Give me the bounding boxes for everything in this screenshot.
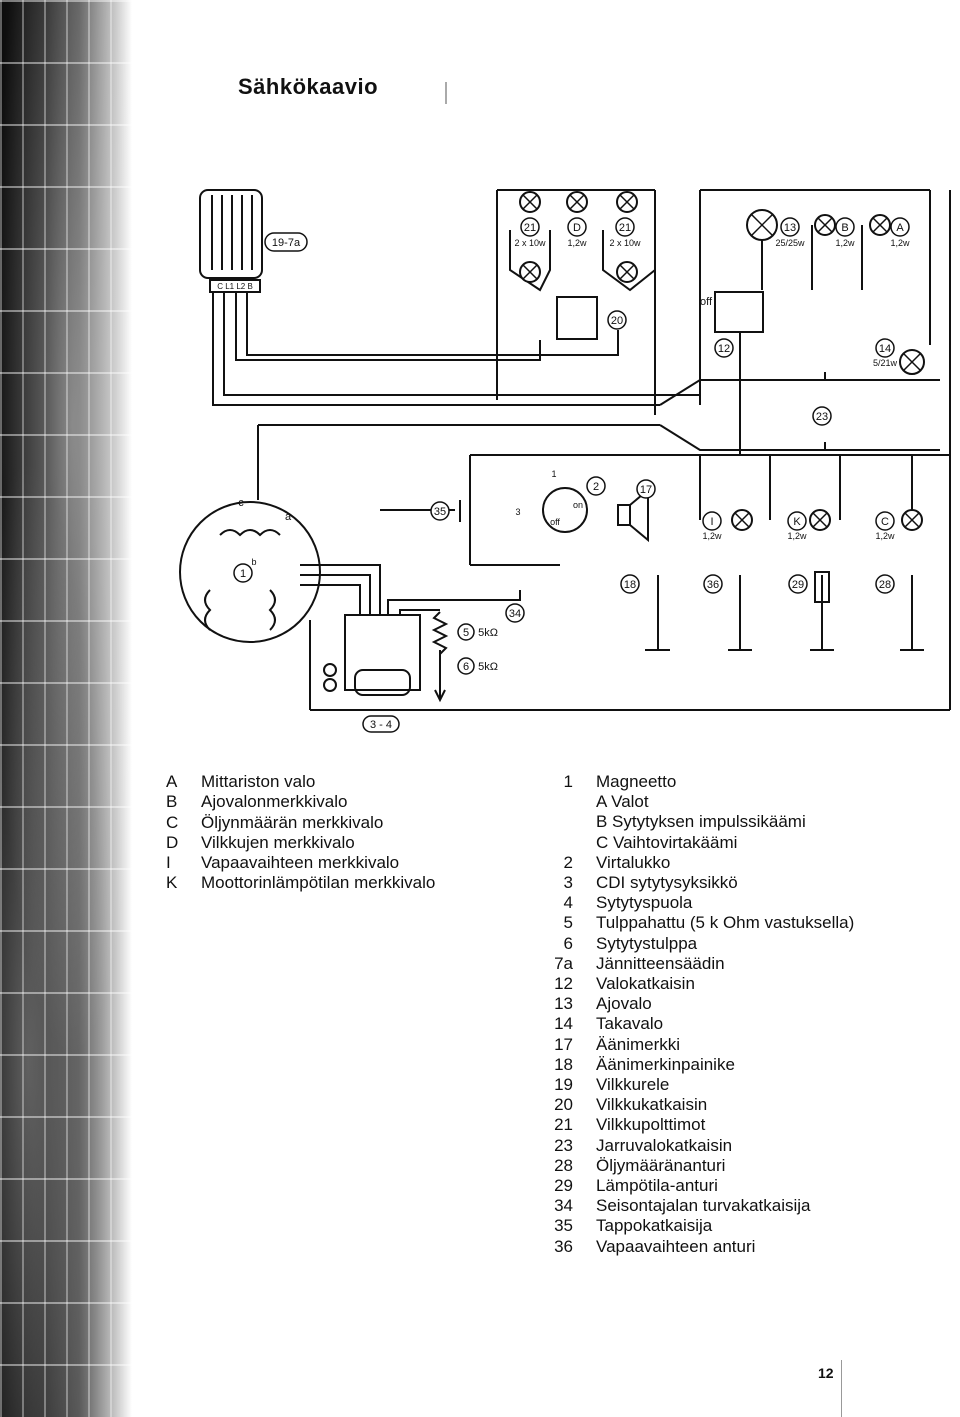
label-lampD: D xyxy=(573,222,581,234)
label-kill-switch: 35 xyxy=(434,506,446,518)
label-lampK: K xyxy=(793,516,801,528)
label-oil: 28 xyxy=(879,579,891,591)
label-magneto: 1 xyxy=(240,568,246,580)
label-lamp21a: 21 xyxy=(524,222,536,234)
decorative-side-strip xyxy=(0,0,132,1417)
label-lampI: I xyxy=(710,516,713,528)
label-lampC: C xyxy=(881,516,889,528)
label-side-stand: 34 xyxy=(509,608,521,620)
light-switch-box xyxy=(714,291,764,333)
label-plug6: 6 xyxy=(463,661,469,673)
label-cap5-val: 5kΩ xyxy=(478,627,498,639)
label-lampB-rating: 1,2w xyxy=(835,238,855,248)
label-coil-id: 3 - 4 xyxy=(370,719,392,731)
magneto-circle xyxy=(179,501,321,643)
label-lampA: A xyxy=(896,222,904,234)
label-plug6-val: 5kΩ xyxy=(478,661,498,673)
label-neutral: 36 xyxy=(707,579,719,591)
cdi-unit xyxy=(344,614,421,691)
label-lampA-rating: 1,2w xyxy=(890,238,910,248)
label-lamp21b-rating: 2 x 10w xyxy=(609,238,641,248)
label-lampI-rating: 1,2w xyxy=(702,531,722,541)
label-brake-switch: 23 xyxy=(816,411,828,423)
label-lamp21b: 21 xyxy=(619,222,631,234)
label-lampD-rating: 1,2w xyxy=(567,238,587,248)
label-lamp14: 14 xyxy=(879,343,891,355)
label-rectifier: 19-7a xyxy=(272,237,301,249)
title-divider xyxy=(445,82,447,104)
label-lamp21a-rating: 2 x 10w xyxy=(514,238,546,248)
label-ign-on: on xyxy=(573,500,583,510)
page-title: Sähkökaavio xyxy=(238,74,379,99)
label-lampB: B xyxy=(841,222,848,234)
label-mag-b: b xyxy=(251,557,256,567)
label-mag-a: a xyxy=(285,511,292,523)
label-lamp13: 13 xyxy=(784,222,796,234)
label-mag-c: c xyxy=(238,497,244,509)
legend-right-row: C Vaihtovirtakäämi xyxy=(596,832,738,852)
regulator-body xyxy=(199,189,263,279)
wiring-diagram: 19-7a C L1 L2 B 21 2 x 10w D 1,2w 21 2 x… xyxy=(179,189,951,733)
label-ign-off: off xyxy=(550,517,560,527)
label-lampK-rating: 1,2w xyxy=(787,531,807,541)
page-number-divider xyxy=(841,1360,842,1417)
legend-right-row: B Sytytyksen impulssikäämi xyxy=(596,812,806,832)
label-lampC-rating: 1,2w xyxy=(875,531,895,541)
label-light-switch: 12 xyxy=(718,343,730,355)
label-horn: 17 xyxy=(640,484,652,496)
label-lamp14-rating: 5/21w xyxy=(873,358,898,368)
page-number: 12 xyxy=(818,1365,834,1381)
label-temp: 29 xyxy=(792,579,804,591)
legend-right-row: A Valot xyxy=(596,792,649,812)
label-ign-2: 2 xyxy=(593,481,599,493)
label-ign-1: 1 xyxy=(551,469,556,479)
label-rectifier-pins: C L1 L2 B xyxy=(217,282,253,291)
label-flasher-switch: 20 xyxy=(611,315,623,327)
label-lamp13-rating: 25/25w xyxy=(775,238,805,248)
label-ign-3: 3 xyxy=(515,507,520,517)
label-cap5: 5 xyxy=(463,627,469,639)
flasher-switch-box xyxy=(556,296,598,340)
label-horn-button: 18 xyxy=(624,579,636,591)
label-off: off xyxy=(700,296,713,308)
